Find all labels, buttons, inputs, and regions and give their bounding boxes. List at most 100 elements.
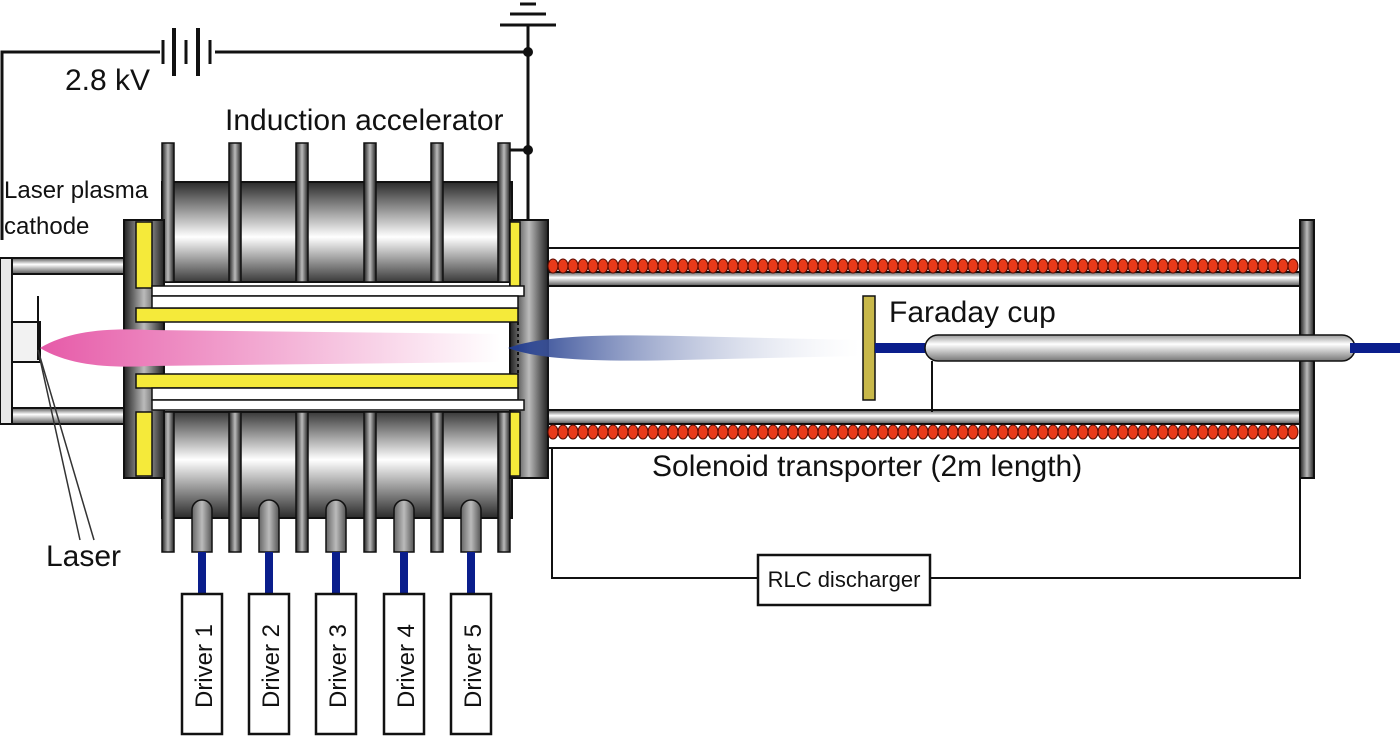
coil-turn <box>1047 424 1059 440</box>
driver-connector <box>393 499 415 553</box>
coax-tube <box>924 334 1356 362</box>
coil-turn <box>1007 424 1019 440</box>
coil-turn <box>1017 424 1029 440</box>
driver-1: Driver 1 <box>180 499 224 736</box>
coil-turn <box>657 258 669 274</box>
rlc-discharger-box <box>756 553 932 607</box>
coil-turn <box>1227 424 1239 440</box>
coil-turn <box>817 258 829 274</box>
coil-turn <box>867 424 879 440</box>
coil-turn <box>817 424 829 440</box>
coil-turn <box>577 258 589 274</box>
upper-flanges <box>161 142 511 283</box>
coil-turn <box>887 258 899 274</box>
coil-turn <box>1177 424 1189 440</box>
coil-turn <box>957 424 969 440</box>
coil-turn <box>787 424 799 440</box>
coil-turn <box>937 424 949 440</box>
coil-turn <box>947 258 959 274</box>
coil-turn <box>617 258 629 274</box>
coil-turn <box>597 424 609 440</box>
coil-turn <box>647 424 659 440</box>
laser-label: Laser <box>46 540 121 573</box>
coil-turn <box>1017 258 1029 274</box>
coil-turn <box>997 258 1009 274</box>
coil-turn <box>617 424 629 440</box>
coil-turn <box>1027 258 1039 274</box>
driver-connector <box>258 499 280 553</box>
coil-turn <box>1077 424 1089 440</box>
coil-turn <box>957 258 969 274</box>
driver-4: Driver 4 <box>382 499 426 736</box>
coil-turn <box>1247 424 1259 440</box>
coil-turn <box>757 424 769 440</box>
coil-turn <box>1097 424 1109 440</box>
coil-turn <box>697 424 709 440</box>
insulators <box>135 221 521 477</box>
coil-turn <box>847 424 859 440</box>
inner-tubes <box>151 285 525 411</box>
driver-label: Driver 2 <box>258 624 285 708</box>
coil-turn <box>1247 258 1259 274</box>
driver-connector <box>460 499 482 553</box>
rlc-discharger-label: RLC discharger <box>768 567 921 592</box>
coil-turn <box>807 258 819 274</box>
coil-turn <box>907 424 919 440</box>
coil-turn <box>777 424 789 440</box>
coil-turn <box>1187 424 1199 440</box>
coil-turn <box>657 424 669 440</box>
driver-label: Driver 4 <box>393 624 420 708</box>
coil-turn <box>1107 258 1119 274</box>
coil-turn <box>1137 424 1149 440</box>
coil-turn <box>1067 258 1079 274</box>
coil-turn <box>987 258 999 274</box>
coil-turn <box>917 258 929 274</box>
coil-turn <box>547 424 559 440</box>
coil-turn <box>627 424 639 440</box>
coil-turn <box>667 258 679 274</box>
coil-turn <box>857 424 869 440</box>
coil-turn <box>1197 258 1209 274</box>
coil-turn <box>877 424 889 440</box>
coil-turn <box>607 424 619 440</box>
cathode-label: Laser plasma cathode <box>4 177 155 240</box>
coil-turn <box>747 424 759 440</box>
coil-turn <box>827 424 839 440</box>
coil-turn <box>677 258 689 274</box>
driver-connector <box>191 499 213 553</box>
coil-turn <box>837 258 849 274</box>
coil-turn <box>1267 424 1279 440</box>
coil-turn <box>1157 424 1169 440</box>
coil-turn <box>1087 258 1099 274</box>
solenoid-label: Solenoid transporter (2m length) <box>652 450 1082 483</box>
coil-turn <box>747 258 759 274</box>
coil-turn <box>1217 258 1229 274</box>
ground-icon <box>500 2 556 27</box>
coil-turn <box>1027 424 1039 440</box>
coil-turn <box>897 258 909 274</box>
coil-turn <box>1267 258 1279 274</box>
coil-turn <box>927 258 939 274</box>
coil-turn <box>1217 424 1229 440</box>
coil-turn <box>1007 258 1019 274</box>
coil-turn <box>1287 424 1299 440</box>
driver-box <box>247 592 291 736</box>
coil-turn <box>1107 424 1119 440</box>
coil-turn <box>987 424 999 440</box>
coil-turn <box>967 424 979 440</box>
coil-turn <box>787 258 799 274</box>
coil-turn <box>1057 258 1069 274</box>
driver-connector <box>325 499 347 553</box>
coil-turn <box>727 258 739 274</box>
cathode-label-line2: cathode <box>4 213 89 240</box>
coil-turn <box>917 424 929 440</box>
voltage-label: 2.8 kV <box>65 64 150 97</box>
rlc-circuit <box>551 448 1301 579</box>
driver-label: Driver 5 <box>460 624 487 708</box>
coil-turn <box>1077 258 1089 274</box>
coil-turn <box>1167 424 1179 440</box>
coil-turn <box>717 424 729 440</box>
coil-turn <box>867 258 879 274</box>
battery-icon <box>161 28 212 76</box>
